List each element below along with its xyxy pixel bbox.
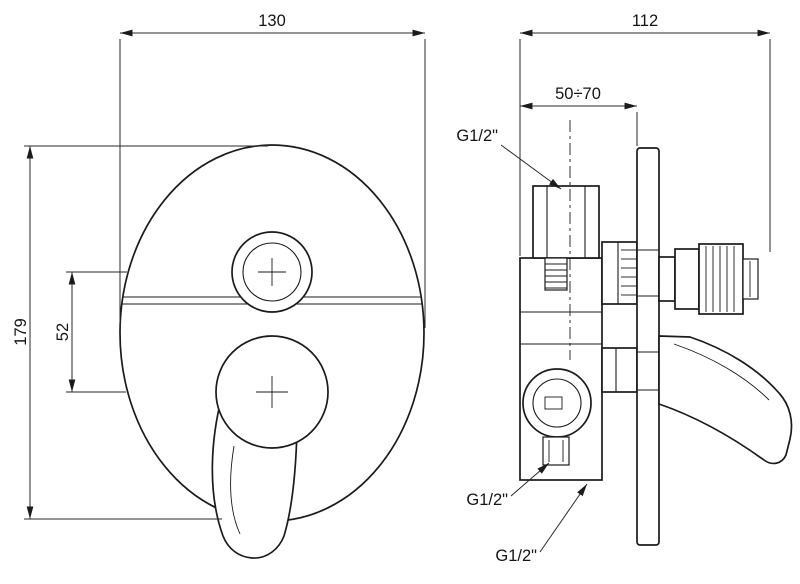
install-range-dimension-label: 50÷70 [555,85,601,103]
handle-detail-line [673,343,770,401]
cover-plate-side [636,147,660,546]
knob-front-stub [742,258,759,300]
threaded-collar [544,257,568,291]
thread-label-front: G1/2" [466,491,508,509]
top-inlet-port [532,185,600,259]
side-view-dimensions: 112 50÷70 [519,12,771,256]
thread-label-top: G1/2" [456,127,498,145]
front-height-dimension-label: 179 [12,318,30,346]
side-view [519,120,793,546]
leader-line-bottom-thread [539,483,588,553]
cartridge-housing [601,241,638,305]
leader-line-front-thread [510,462,550,497]
thread-label-bottom: G1/2" [495,547,537,565]
front-view [119,144,425,559]
knob-neck [658,256,676,302]
handle-lever-side [658,335,793,465]
knob-body [674,248,700,310]
front-view-dimensions: 130 179 52 [12,12,426,520]
bottom-outlet-port [542,436,570,466]
leader-line-top-thread [500,144,562,190]
outlet-boss-inner [532,378,582,428]
thread-callouts: G1/2" G1/2" G1/2" [456,127,588,565]
center-offset-dimension-label: 52 [54,323,72,341]
side-depth-dimension-label: 112 [632,12,658,30]
diverter-knob-inner [242,242,302,302]
front-width-dimension-label: 130 [258,12,286,30]
lever-highlight-line [230,445,241,535]
outlet-detail [544,396,563,410]
handle-spindle [601,347,638,393]
